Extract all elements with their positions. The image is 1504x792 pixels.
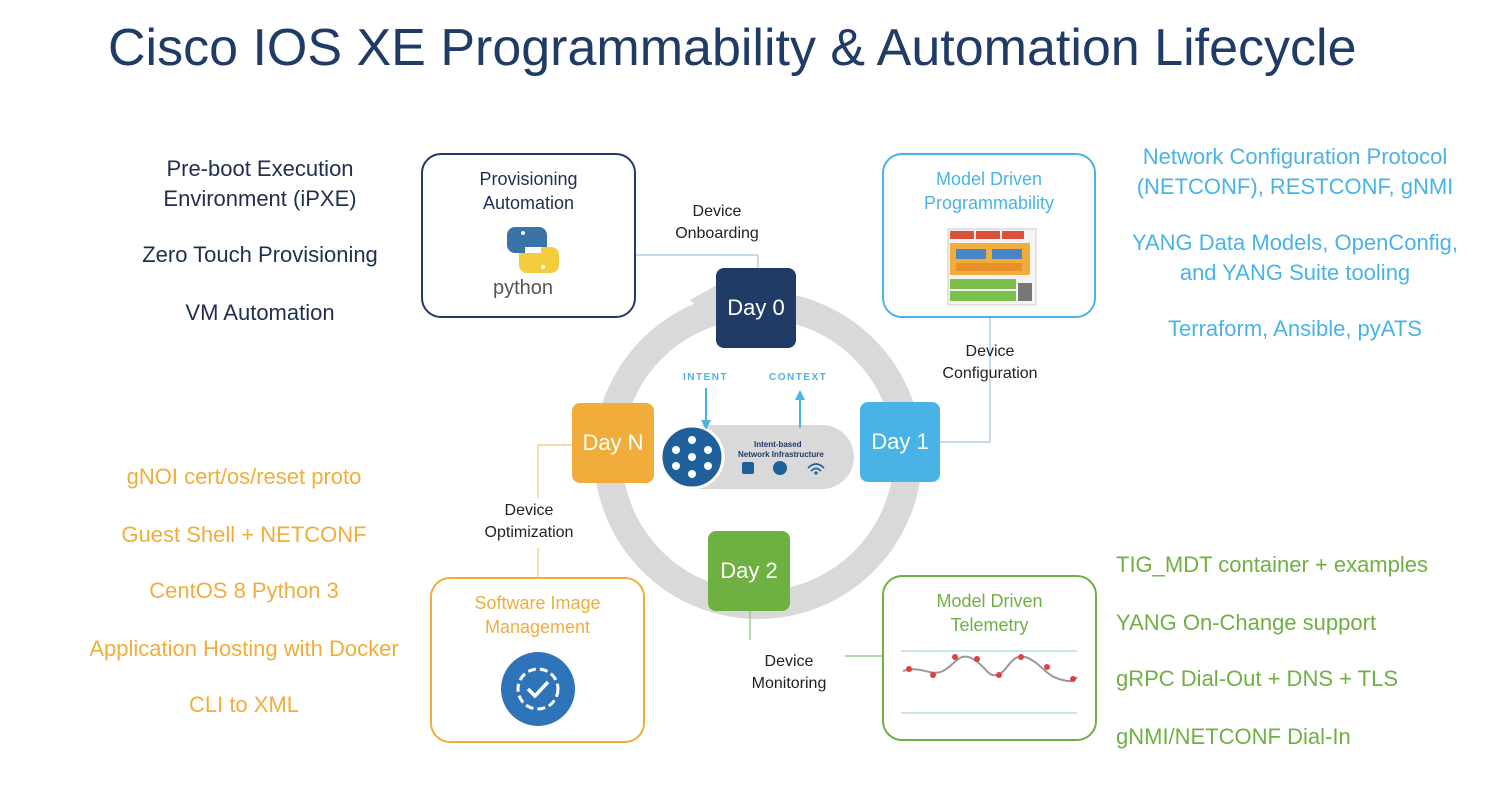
configuration-label: Device Configuration: [925, 341, 1055, 385]
python-logo-icon: [507, 227, 559, 273]
list-item: VM Automation: [185, 300, 335, 325]
label-line2: Monitoring: [751, 675, 827, 692]
list-item: YANG Data Models, OpenConfig,: [1131, 230, 1459, 255]
list-item: gRPC Dial-Out + DNS + TLS: [1116, 666, 1399, 691]
ring-arrow-head: [690, 282, 722, 318]
label-line1: Device: [692, 203, 742, 220]
list-item: CentOS 8 Python 3: [149, 578, 339, 603]
dayn-tile: Day N: [572, 403, 654, 483]
ibn-label-2: Network Infrastructure: [738, 450, 824, 459]
context-label: CONTEXT: [769, 372, 828, 383]
box-title-line1: Provisioning: [479, 169, 578, 189]
provisioning-automation-box: Provisioning Automation python: [421, 153, 636, 318]
label-line1: Device: [965, 343, 1015, 360]
box-title-line2: Management: [484, 617, 591, 637]
box-title-line1: Model Driven: [936, 591, 1043, 611]
model-driven-telemetry-box: Model Driven Telemetry: [882, 575, 1097, 741]
optimization-label: Device Optimization: [464, 500, 594, 544]
list-item: Zero Touch Provisioning: [142, 242, 378, 267]
software-image-management-box: Software Image Management: [430, 577, 645, 743]
list-item: gNMI/NETCONF Dial-In: [1116, 724, 1351, 749]
right-bottom-list: TIG_MDT container + examples YANG On-Cha…: [1110, 550, 1480, 760]
list-item: Terraform, Ansible, pyATS: [1168, 316, 1422, 341]
router-icon: [773, 461, 787, 475]
box-title-line2: Automation: [482, 193, 575, 213]
box-title-line2: Programmability: [923, 193, 1055, 213]
intent-label: INTENT: [683, 372, 729, 383]
box-title-line1: Model Driven: [935, 169, 1043, 189]
list-item: and YANG Suite tooling: [1179, 260, 1411, 285]
page-title: Cisco IOS XE Programmability & Automatio…: [108, 19, 1357, 77]
day1-tile: Day 1: [860, 402, 940, 482]
box-title-line1: Software Image: [474, 593, 601, 613]
monitoring-label: Device Monitoring: [724, 651, 854, 695]
list-item: CLI to XML: [188, 692, 300, 717]
box-title-line2: Telemetry: [950, 615, 1029, 635]
label-line2: Optimization: [484, 524, 574, 541]
list-item: gNOI cert/os/reset proto: [126, 464, 362, 489]
label-line1: Device: [504, 502, 554, 519]
telemetry-graph-icon: [901, 650, 1078, 714]
right-top-list: Network Configuration Protocol (NETCONF)…: [1100, 142, 1490, 342]
list-item: Pre-boot Execution: [166, 156, 354, 181]
onboarding-label: Device Onboarding: [652, 201, 782, 245]
label-line2: Onboarding: [675, 225, 759, 242]
model-driven-programmability-box: Model Driven Programmability: [882, 153, 1096, 318]
list-item: TIG_MDT container + examples: [1116, 552, 1428, 577]
left-top-list: Pre-boot Execution Environment (iPXE) Ze…: [100, 154, 420, 334]
ibn-label-1: Intent-based: [754, 440, 802, 449]
list-item: Network Configuration Protocol: [1142, 144, 1448, 169]
gear-check-icon: [501, 652, 575, 726]
list-item: YANG On-Change support: [1116, 610, 1377, 635]
label-line1: Device: [764, 653, 814, 670]
list-item: Environment (iPXE): [163, 186, 357, 211]
left-bottom-list: gNOI cert/os/reset proto Guest Shell + N…: [60, 462, 428, 722]
list-item: Guest Shell + NETCONF: [121, 522, 367, 547]
python-wordmark: python: [493, 277, 554, 299]
architecture-diagram-icon: [947, 228, 1037, 306]
label-line2: Configuration: [942, 365, 1038, 382]
day0-tile: Day 0: [716, 268, 796, 348]
list-item: (NETCONF), RESTCONF, gNMI: [1136, 174, 1454, 199]
switch-icon: [742, 462, 754, 474]
day2-tile: Day 2: [708, 531, 790, 611]
list-item: Application Hosting with Docker: [89, 636, 399, 661]
wifi-icon: [807, 463, 825, 472]
